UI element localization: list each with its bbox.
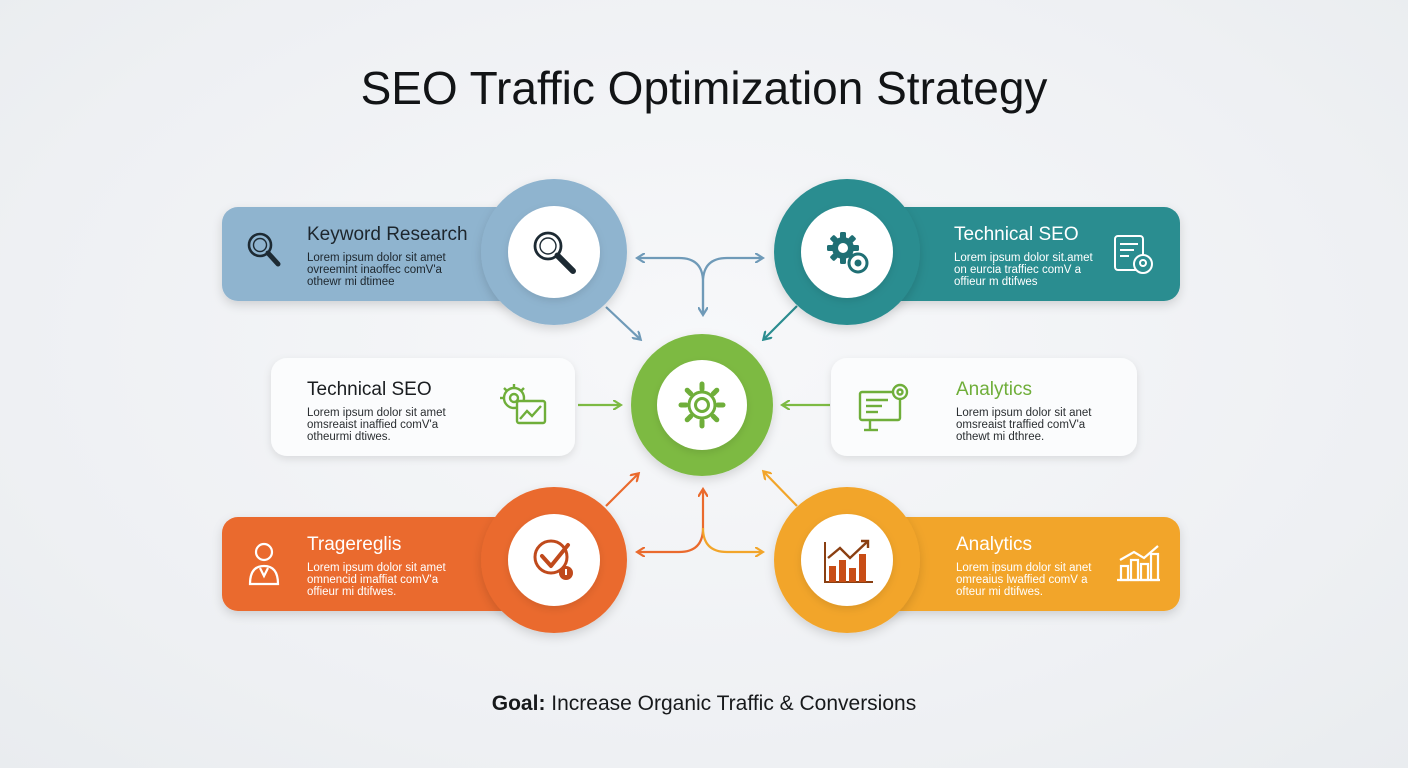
card-title: Technical SEO	[307, 379, 432, 400]
arrow-bottom-left	[605, 474, 638, 507]
card-body-line: offieur m dtifwes	[954, 276, 1038, 288]
card-analytics-bottom: Analytics Lorem ipsum dolor sit anet omr…	[774, 487, 1180, 633]
card-body-line: offieur mi dtifwes.	[307, 586, 396, 598]
card-body-line: Lorem ipsum dolor sit amet	[307, 562, 446, 574]
card-body-line: on eurcia traffiec comV a	[954, 264, 1082, 276]
arrow-top-right	[764, 305, 798, 339]
card-technical-seo-top: Technical SEO Lorem ipsum dolor sit.amet…	[774, 179, 1180, 325]
card-title: Analytics	[956, 379, 1032, 400]
goal-label: Goal:	[492, 692, 546, 715]
card-body-line: Lorem ipsum dolor sit anet	[956, 407, 1092, 419]
person-icon	[248, 542, 280, 586]
card-body-line: Lorem ipsum dolor sit amet	[307, 407, 446, 419]
arrow-bottom-fork-right	[701, 527, 762, 552]
arrow-top-fork-right	[701, 258, 762, 311]
arrow-bottom-fork-left	[638, 527, 705, 552]
bar-chart-icon	[1117, 545, 1160, 582]
center-hub	[631, 334, 773, 476]
card-title: Keyword Research	[307, 224, 468, 245]
card-body-line: othewt mi dthree.	[956, 431, 1044, 443]
card-body-line: Lorem ipsum dolor sit.amet	[954, 252, 1093, 264]
gear-icon	[678, 381, 726, 429]
card-analytics-mid: Analytics Lorem ipsum dolor sit anet oms…	[831, 358, 1137, 456]
card-body-line: Lorem ipsum dolor sit amet	[307, 252, 446, 264]
target-check-icon	[533, 539, 573, 580]
magnifier-icon	[247, 232, 281, 267]
gears-icon	[827, 232, 869, 274]
monitor-dashboard-icon	[858, 383, 909, 432]
card-keyword-research: Keyword Research Lorem ipsum dolor sit a…	[222, 179, 627, 325]
bar-chart-arrow-icon	[824, 539, 873, 583]
arrow-top-fork-left	[638, 258, 705, 283]
card-body-line: Lorem ipsum dolor sit anet	[956, 562, 1092, 574]
card-body-line: omsreaist inaffied comV'a	[307, 419, 439, 431]
connector-arrows	[578, 258, 830, 552]
card-body-line: omnencid imaffiat comV'a	[307, 574, 439, 586]
card-body-line: ovreemint inaoffec comV'a	[307, 264, 443, 276]
card-body-line: omreaius lwaffied comV a	[956, 574, 1088, 586]
card-title: Technical SEO	[954, 224, 1079, 245]
clipboard-location-icon	[1114, 235, 1153, 274]
card-technical-seo-mid: Technical SEO Lorem ipsum dolor sit amet…	[271, 358, 575, 456]
card-bottom-left: Tragereglis Lorem ipsum dolor sit amet o…	[222, 487, 627, 633]
card-body-line: otheurmi dtiwes.	[307, 431, 391, 443]
card-title: Analytics	[956, 534, 1032, 555]
goal-statement: Goal: Increase Organic Traffic & Convers…	[492, 692, 916, 715]
arrow-bottom-right	[764, 472, 798, 507]
card-body-line: othewr mi dtimee	[307, 276, 395, 288]
magnifier-icon	[533, 231, 576, 274]
gear-chart-icon	[500, 384, 547, 425]
card-body-line: omsreaist traffied comV'a	[956, 419, 1086, 431]
page-title: SEO Traffic Optimization Strategy	[361, 62, 1048, 114]
card-body-line: ofteur mi dtifwes.	[956, 586, 1043, 598]
card-title: Tragereglis	[307, 534, 401, 555]
arrow-top-left	[605, 306, 640, 339]
goal-text: Increase Organic Traffic & Conversions	[545, 692, 916, 715]
